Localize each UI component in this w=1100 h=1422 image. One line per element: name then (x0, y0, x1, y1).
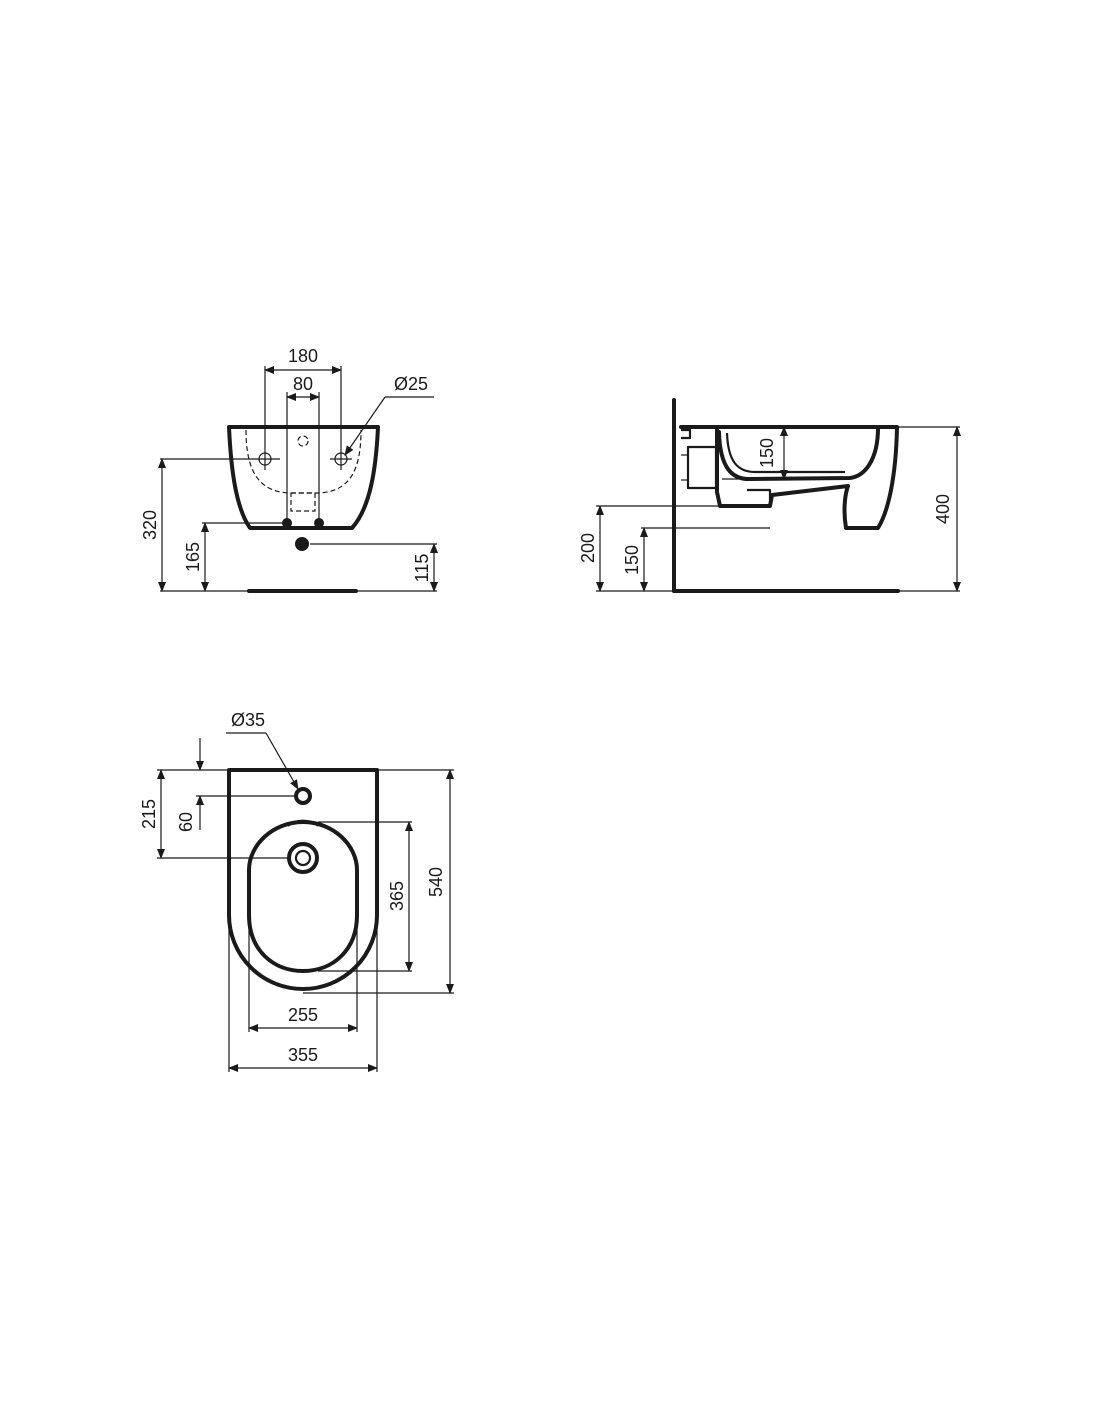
front-inner-bowl-hidden (245, 429, 362, 494)
dim-top-255: 255 (288, 1005, 318, 1025)
dim-front-115: 115 (412, 554, 432, 583)
side-bidet-outline (679, 425, 899, 530)
dim-side-150-waste: 150 (622, 545, 642, 575)
dim-top-60: 60 (176, 812, 196, 832)
dim-side-150-bowl: 150 (757, 438, 777, 468)
dim-front-180: 180 (288, 346, 318, 366)
top-view: Ø35 215 60 365 540 255 355 (139, 710, 454, 1072)
side-carrier-block (686, 445, 718, 490)
dim-front-165: 165 (183, 542, 203, 572)
dim-top-365: 365 (387, 881, 407, 911)
side-view: 150 400 200 150 (578, 398, 961, 593)
waste-outlet-icon (295, 537, 309, 551)
top-bidet-outline (227, 768, 379, 991)
dim-top-diameter-35: Ø35 (231, 710, 265, 730)
right-water-inlet-icon (314, 518, 324, 528)
drain-outer-icon (287, 842, 319, 874)
front-bidet-outline (227, 425, 380, 530)
drain-inner-icon (294, 849, 312, 867)
dim-top-355: 355 (288, 1045, 318, 1065)
tap-hole-icon (294, 787, 312, 805)
front-overflow-hole (297, 435, 309, 447)
dim-front-diameter-25: Ø25 (394, 374, 428, 394)
front-view: 180 80 Ø25 320 165 115 (140, 346, 438, 593)
dim-front-80: 80 (293, 374, 313, 394)
dim-side-400: 400 (933, 494, 953, 524)
dim-front-320: 320 (140, 510, 160, 540)
dim-top-540: 540 (426, 867, 446, 897)
dim-side-200: 200 (578, 533, 598, 563)
dim-top-215: 215 (139, 799, 159, 829)
front-waste-hidden (290, 492, 316, 512)
left-water-inlet-icon (282, 518, 292, 528)
side-bowl-inner (717, 426, 880, 482)
